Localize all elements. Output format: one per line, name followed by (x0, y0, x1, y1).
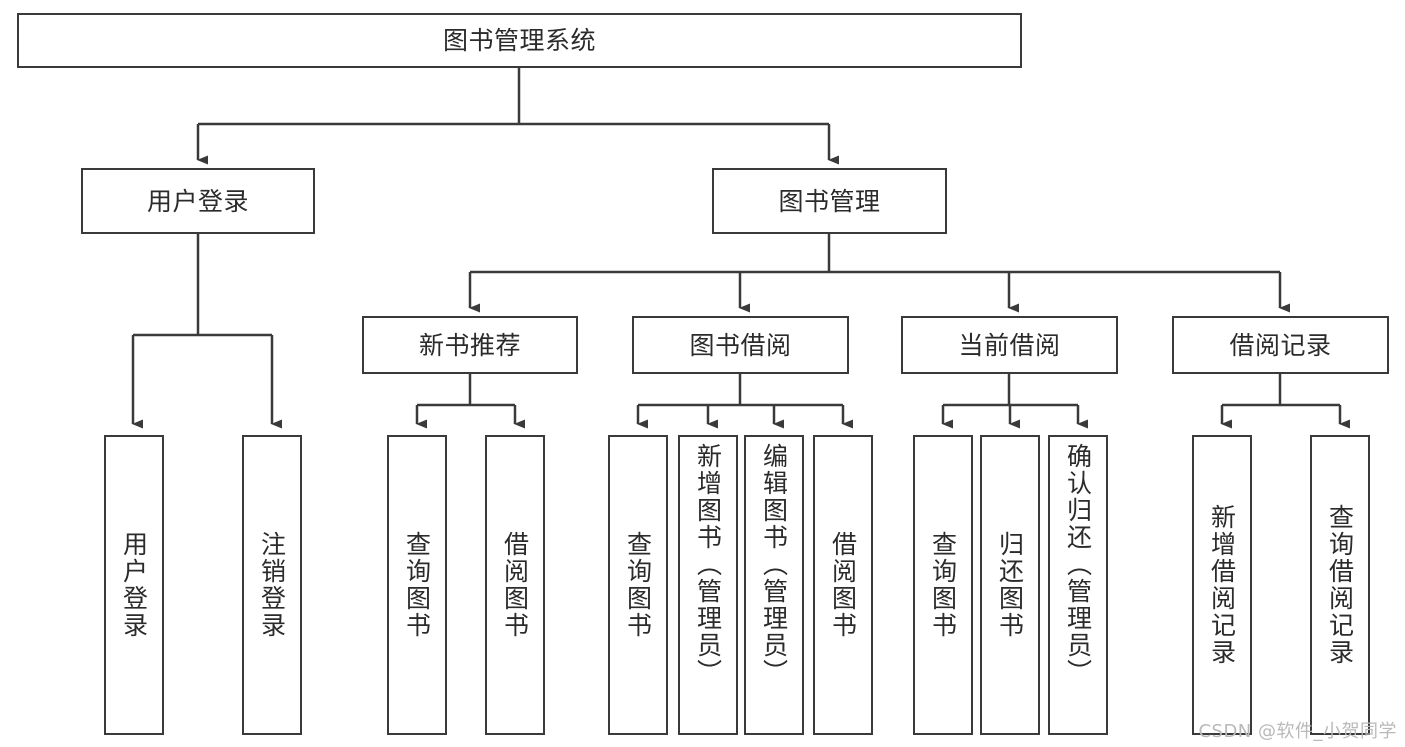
node-borrow-record[interactable]: 借阅记录 (1172, 316, 1389, 374)
node-leaf-current-query-book-label: 查询图书 (928, 531, 958, 639)
node-leaf-recommend-query-book-label: 查询图书 (402, 531, 432, 639)
node-leaf-recommend-borrow-book[interactable]: 借阅图书 (485, 435, 545, 735)
node-new-book-recommend[interactable]: 新书推荐 (362, 316, 578, 374)
node-leaf-user-logout[interactable]: 注销登录 (242, 435, 302, 735)
node-leaf-current-confirm-return[interactable]: 确认归还（管理员） (1048, 435, 1108, 735)
node-user-login-label: 用户登录 (146, 186, 249, 216)
node-leaf-record-query-label: 查询借阅记录 (1325, 504, 1355, 666)
node-leaf-current-return-book-label: 归还图书 (995, 531, 1025, 639)
node-leaf-borrow-edit-book-label: 编辑图书（管理员） (759, 443, 789, 686)
node-leaf-borrow-query-book-label: 查询图书 (623, 531, 653, 639)
node-leaf-user-logout-label: 注销登录 (257, 531, 287, 639)
node-user-login[interactable]: 用户登录 (81, 168, 315, 234)
node-leaf-current-return-book[interactable]: 归还图书 (980, 435, 1040, 735)
node-leaf-current-query-book[interactable]: 查询图书 (913, 435, 973, 735)
node-leaf-borrow-query-book[interactable]: 查询图书 (608, 435, 668, 735)
node-leaf-borrow-borrow-book[interactable]: 借阅图书 (813, 435, 873, 735)
node-leaf-user-login[interactable]: 用户登录 (104, 435, 164, 735)
node-leaf-borrow-edit-book[interactable]: 编辑图书（管理员） (744, 435, 804, 735)
node-root-system[interactable]: 图书管理系统 (17, 13, 1022, 68)
node-leaf-user-login-label: 用户登录 (119, 531, 149, 639)
node-leaf-current-confirm-return-label: 确认归还（管理员） (1063, 443, 1093, 686)
node-book-borrow[interactable]: 图书借阅 (632, 316, 849, 374)
node-book-borrow-label: 图书借阅 (689, 330, 792, 360)
node-current-borrow-label: 当前借阅 (958, 330, 1061, 360)
node-leaf-borrow-add-book[interactable]: 新增图书（管理员） (678, 435, 738, 735)
node-leaf-borrow-add-book-label: 新增图书（管理员） (693, 443, 723, 686)
node-book-management-label: 图书管理 (778, 186, 881, 216)
node-leaf-recommend-query-book[interactable]: 查询图书 (387, 435, 447, 735)
node-current-borrow[interactable]: 当前借阅 (901, 316, 1118, 374)
node-leaf-borrow-borrow-book-label: 借阅图书 (828, 531, 858, 639)
node-leaf-record-add[interactable]: 新增借阅记录 (1192, 435, 1252, 735)
node-leaf-recommend-borrow-book-label: 借阅图书 (500, 531, 530, 639)
node-leaf-record-query[interactable]: 查询借阅记录 (1310, 435, 1370, 735)
node-book-management[interactable]: 图书管理 (712, 168, 947, 234)
node-borrow-record-label: 借阅记录 (1229, 330, 1332, 360)
node-leaf-record-add-label: 新增借阅记录 (1207, 504, 1237, 666)
node-new-book-recommend-label: 新书推荐 (418, 330, 521, 360)
node-root-label: 图书管理系统 (442, 26, 596, 55)
